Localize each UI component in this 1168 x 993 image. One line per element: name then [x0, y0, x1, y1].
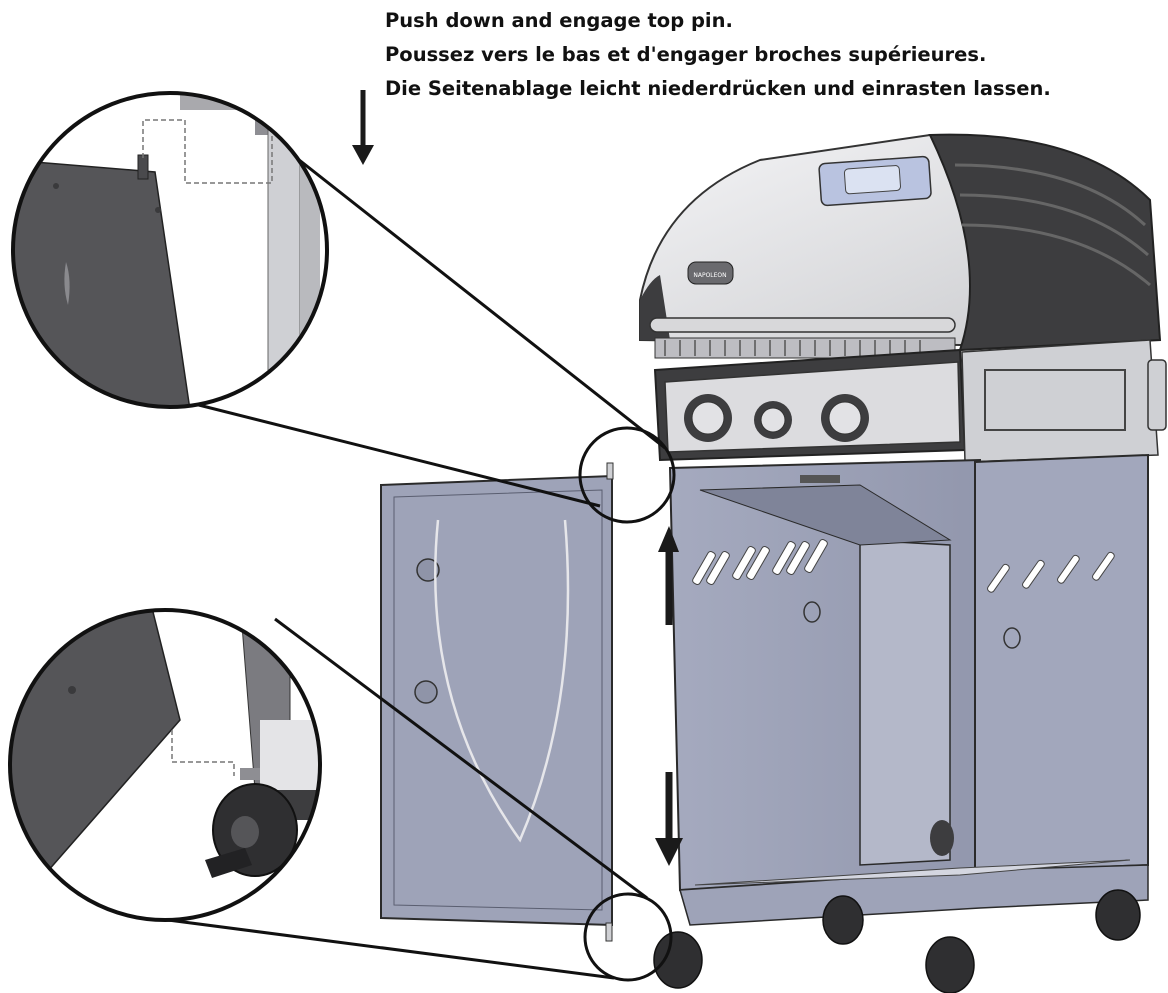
push-down-arrow — [352, 90, 374, 165]
side-panel — [380, 462, 614, 942]
top-pin-callout-circle — [578, 426, 676, 524]
grill-head: NAPOLEON — [639, 133, 1167, 463]
control-knobs — [684, 394, 869, 442]
bottom-pin-callout-circle — [583, 892, 673, 982]
bottom-pin — [605, 922, 613, 942]
engage-arrow-up — [658, 526, 679, 625]
bottom-detail-inset — [8, 608, 322, 922]
caster-wheels — [653, 889, 1141, 993]
engage-arrow-down — [655, 772, 683, 866]
cart-handle-slot — [800, 475, 840, 483]
instruction-english: Push down and engage top pin. — [385, 9, 733, 32]
instruction-text-block: Push down and engage top pin. Poussez ve… — [385, 4, 1165, 106]
lid-handle — [649, 317, 956, 333]
side-vent-slots — [987, 551, 1115, 593]
front-vent-slots — [692, 539, 828, 585]
cart-body — [668, 453, 1149, 926]
brand-badge-text: NAPOLEON — [693, 272, 726, 279]
instruction-french: Poussez vers le bas et d'engager broches… — [385, 43, 987, 66]
top-pin — [606, 462, 614, 480]
brand-badge-shape — [687, 261, 734, 285]
top-detail-inset — [11, 91, 329, 409]
instruction-german: Die Seitenablage leicht niederdrücken un… — [385, 77, 1051, 100]
